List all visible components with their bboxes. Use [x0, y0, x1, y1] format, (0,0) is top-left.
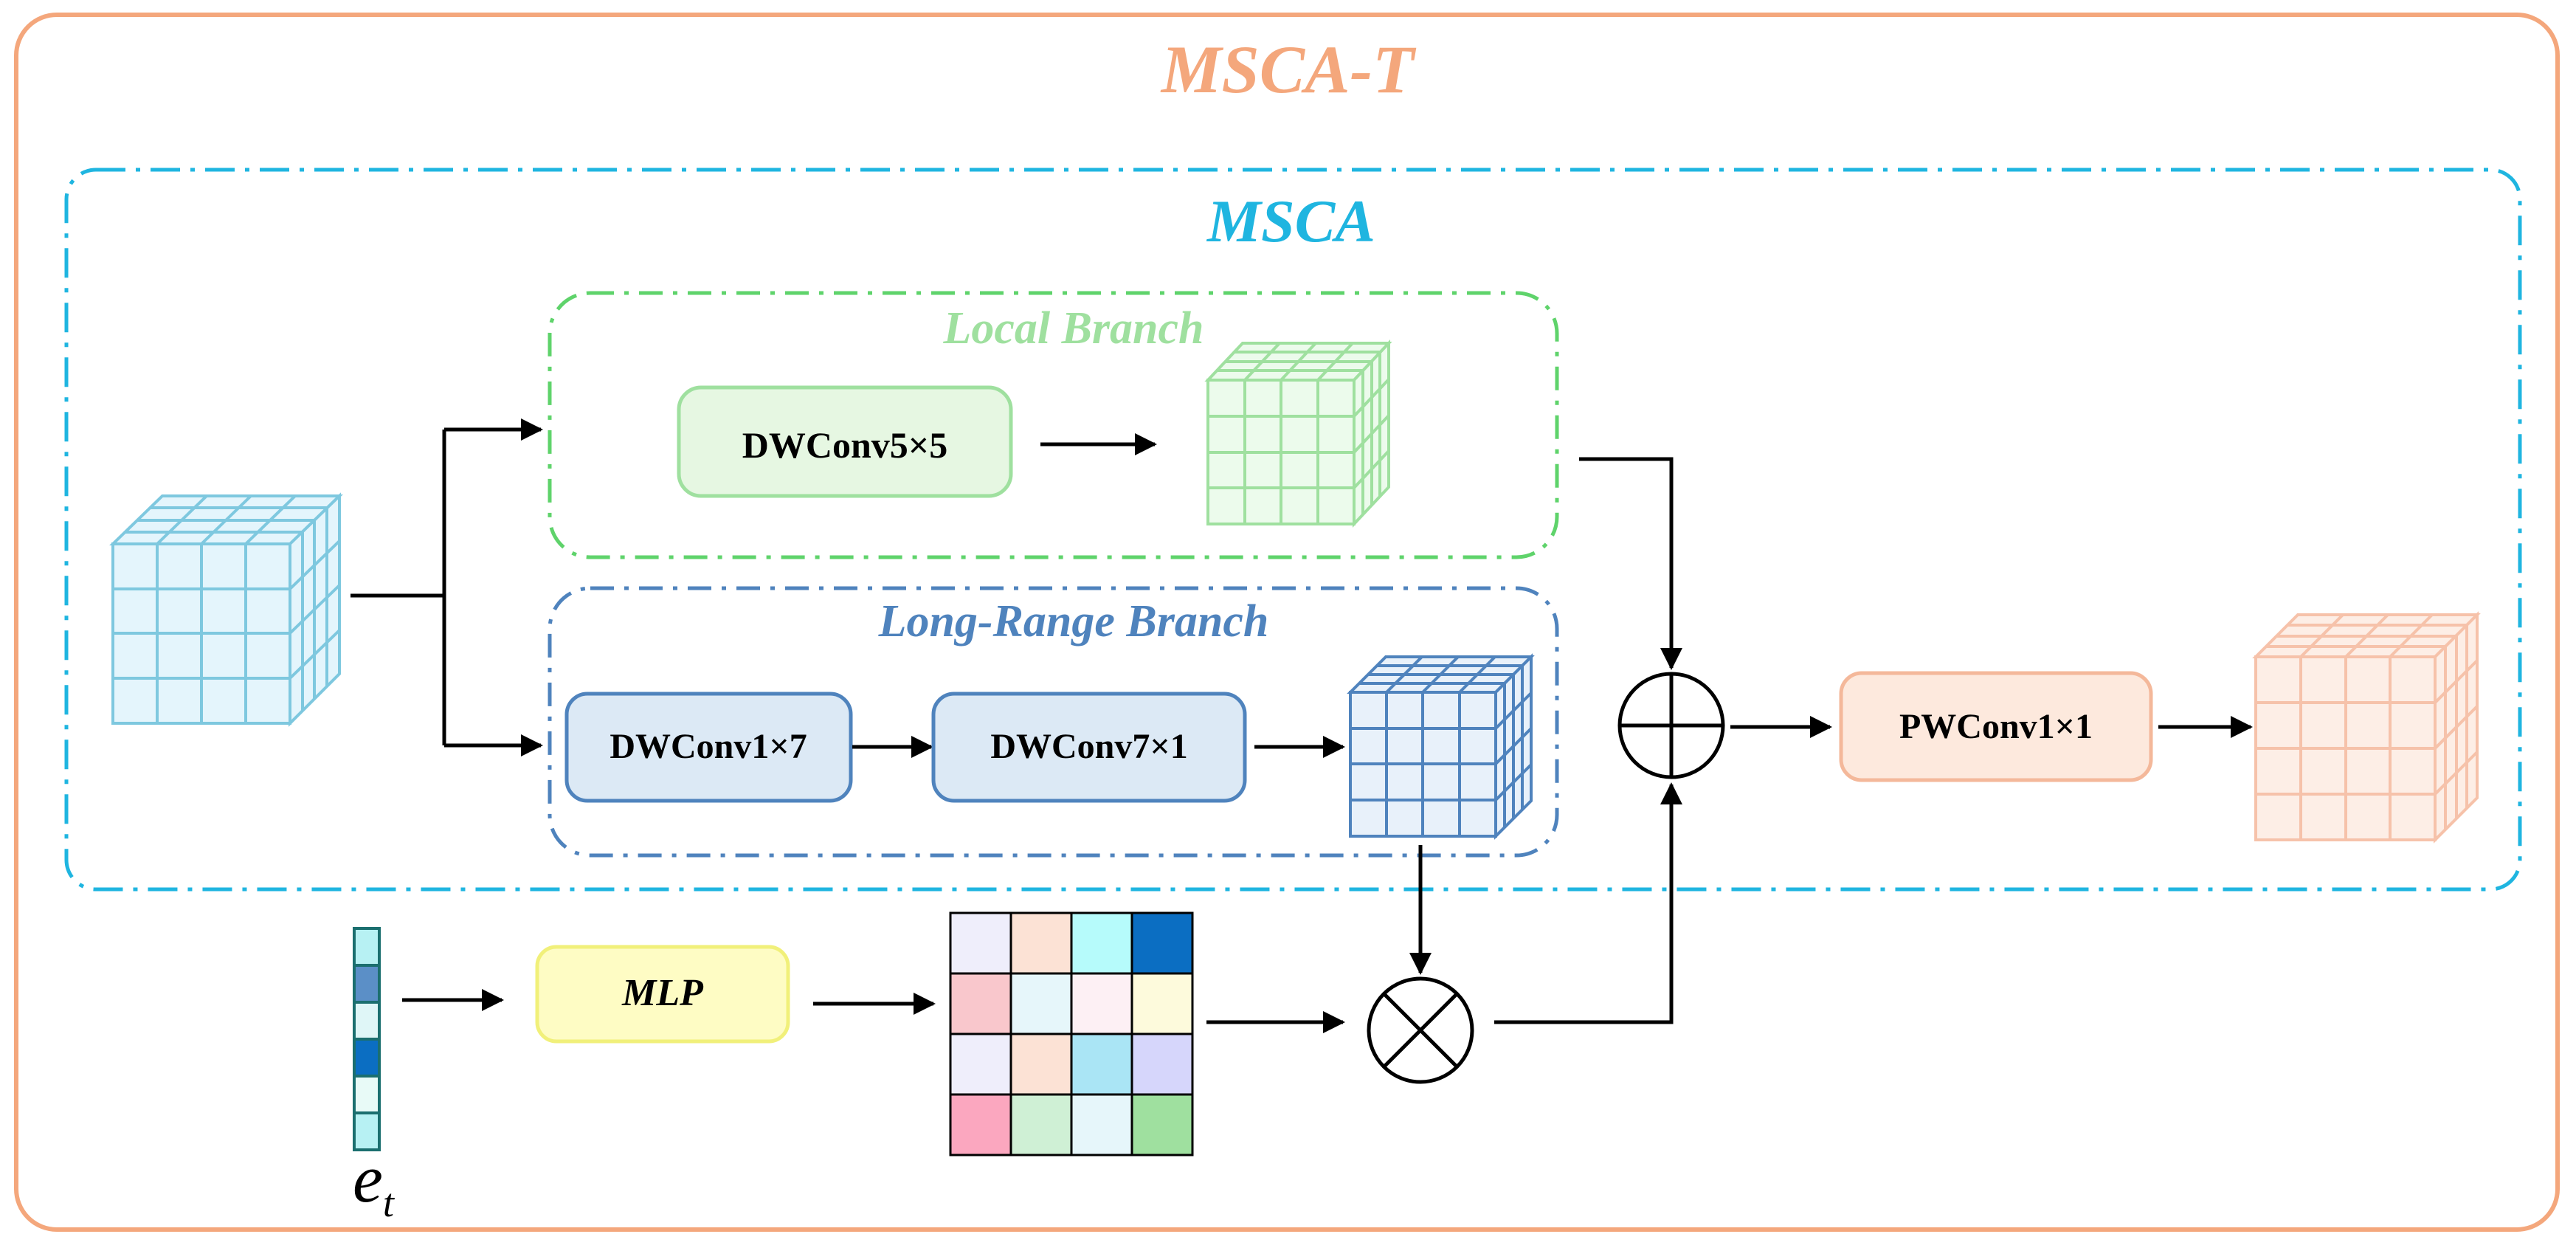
mlp-block	[535, 945, 790, 1044]
dwconv7x1-block	[931, 692, 1247, 803]
input-split-connector	[351, 418, 543, 756]
dwconv5x5-label: DWConv5×5	[742, 424, 948, 466]
weight-matrix	[949, 911, 1194, 1156]
arrow-multiply-to-add	[1494, 782, 1682, 1024]
input-feature-cube	[109, 492, 343, 727]
msca-title: MSCA	[1206, 187, 1375, 255]
long-branch-container	[548, 586, 1559, 858]
arrow-local-to-add	[1579, 457, 1682, 670]
outer-container	[14, 13, 2560, 1232]
long-branch-label: Long-Range Branch	[878, 596, 1269, 647]
dwconv1x7-block	[564, 692, 853, 803]
local-branch-label: Local Branch	[942, 303, 1204, 354]
dwconv1x7-label: DWConv1×7	[610, 727, 807, 766]
local-branch-container	[548, 291, 1559, 559]
add-operator-node	[1617, 672, 1725, 779]
time-embedding-vector	[353, 927, 381, 1151]
multiply-operator-node	[1367, 976, 1474, 1084]
local-output-cube	[1204, 339, 1392, 528]
dwconv5x5-block	[677, 385, 1013, 498]
embedding-symbol: et	[353, 1141, 396, 1225]
pwconv1x1-label: PWConv1×1	[1899, 707, 2093, 746]
final-output-cube	[2252, 611, 2481, 844]
dwconv7x1-label: DWConv7×1	[990, 727, 1187, 766]
msca-container	[64, 168, 2522, 892]
mlp-label: MLP	[621, 972, 704, 1014]
pwconv1x1-block	[1839, 671, 2153, 782]
outer-title: MSCA-T	[1160, 32, 1417, 107]
long-range-output-cube	[1347, 653, 1535, 840]
